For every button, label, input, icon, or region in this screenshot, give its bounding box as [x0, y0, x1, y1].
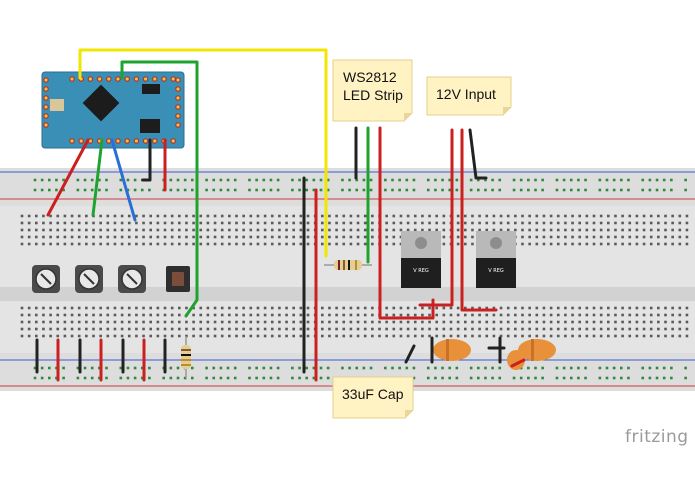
note-power-input-text: 12V Input [436, 86, 496, 102]
note-led-strip-line1: WS2812 [343, 69, 397, 85]
wire-red-input-1 [418, 128, 454, 307]
potentiometer-3 [118, 265, 146, 293]
note-led-strip-line2: LED Strip [343, 87, 403, 103]
resistor-pulldown [181, 336, 191, 378]
note-led-strip: WS2812 LED Strip [332, 59, 413, 122]
wire-black-board-gnd [141, 138, 152, 182]
wires [35, 48, 526, 382]
note-capacitor-text: 33uF Cap [342, 386, 404, 402]
wire-blue-pot [110, 138, 137, 222]
capacitor-left [433, 339, 471, 361]
wire-red-input-2 [460, 128, 498, 312]
wire-black-cap-1 [404, 344, 416, 364]
resistor-data-line [324, 260, 372, 270]
wire-red-led [378, 126, 435, 320]
wire-yellow-data [78, 48, 328, 258]
fritzing-watermark: fritzing [625, 427, 689, 447]
wire-green-pot [91, 138, 104, 217]
voltage-regulator-left: V REG [401, 231, 441, 288]
breadboard-holes [20, 178, 689, 380]
vreg-right-label: V REG [488, 268, 504, 274]
wire-red-cap [510, 358, 526, 368]
voltage-regulator-right: V REG [476, 231, 516, 288]
note-power-input: 12V Input [426, 76, 512, 116]
arduino-pro-mini [41, 71, 185, 149]
wire-black-input [468, 128, 488, 180]
wire-red-pot [46, 138, 90, 217]
vreg-left-label: V REG [413, 268, 429, 274]
potentiometer-1 [32, 265, 60, 293]
breadboard [0, 168, 695, 391]
potentiometer-2 [75, 265, 103, 293]
push-button [166, 266, 190, 292]
wire-green-button [120, 60, 199, 318]
note-capacitor: 33uF Cap [332, 376, 414, 419]
capacitor-right [518, 339, 556, 361]
